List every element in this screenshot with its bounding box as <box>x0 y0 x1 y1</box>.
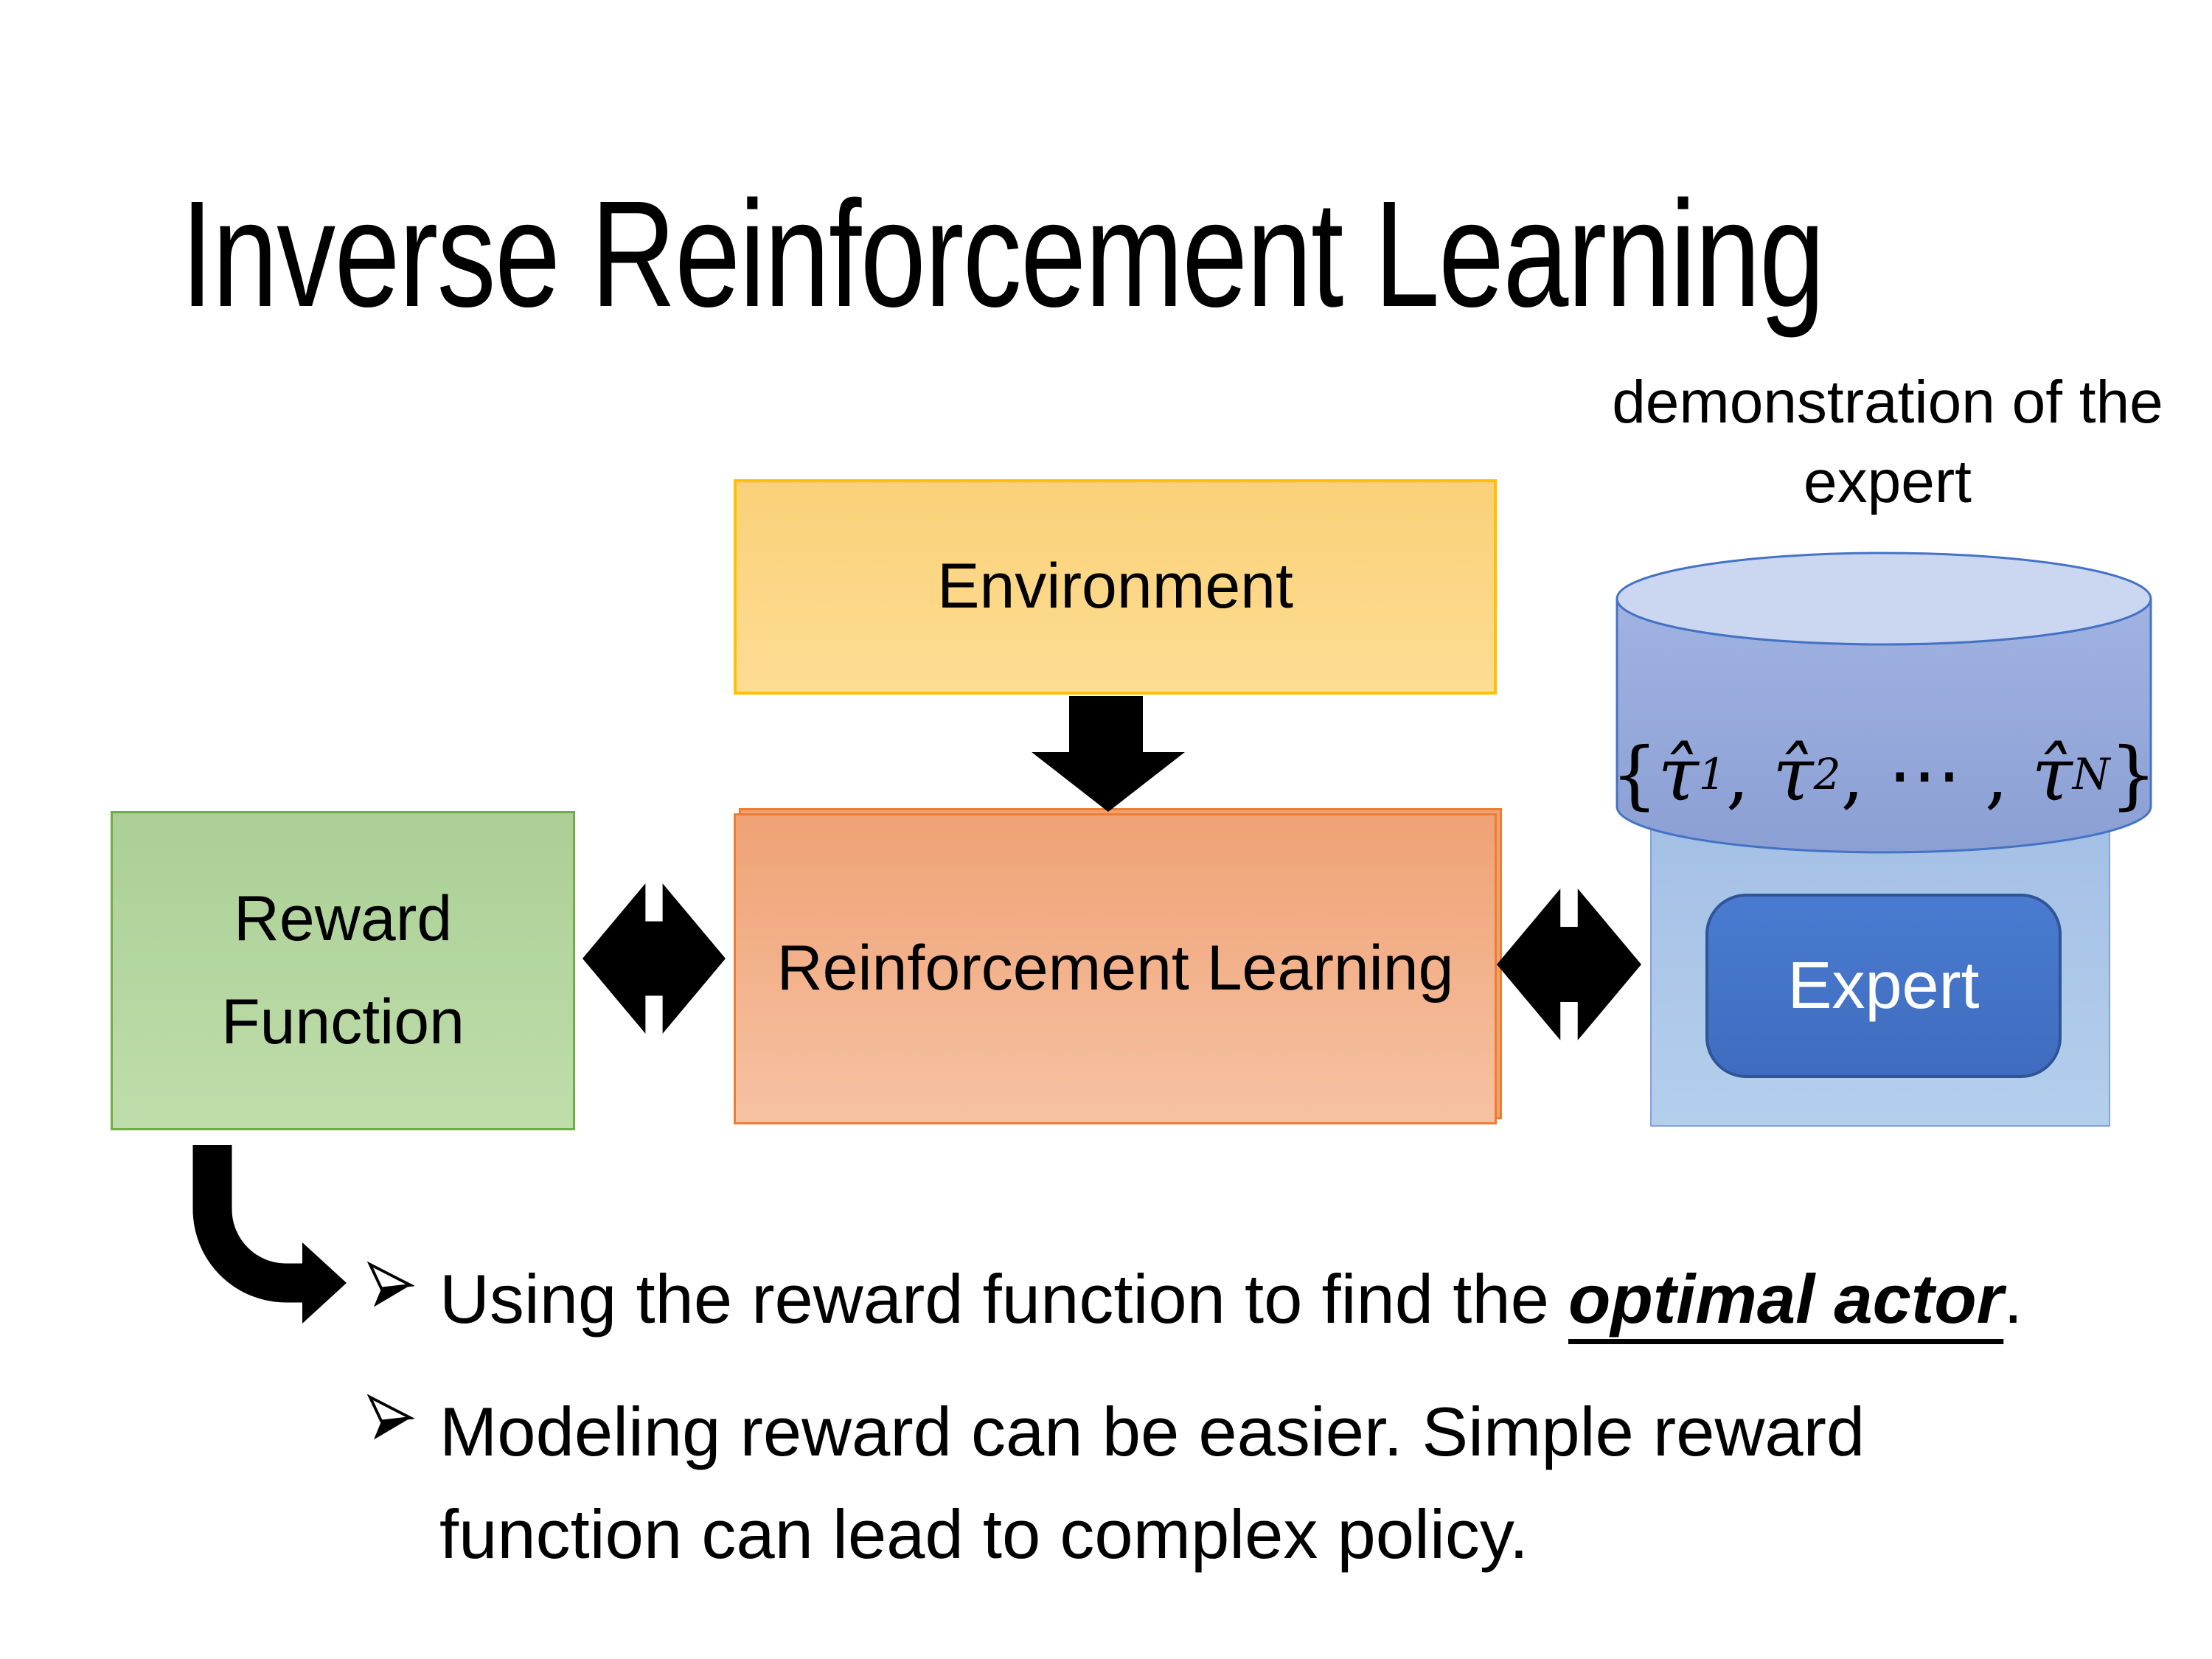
formula-tau-2: τ̂ <box>1773 731 1814 818</box>
arrowhead-bullet-icon <box>367 1261 414 1307</box>
formula-dots: , ⋯ , <box>1840 731 2032 818</box>
reward-function-box: Reward Function <box>111 811 575 1130</box>
demonstration-database-cylinder-icon <box>1615 552 2152 854</box>
environment-label: Environment <box>937 551 1293 622</box>
page-title: Inverse Reinforcement Learning <box>181 170 1825 338</box>
bullet-item-optimal-actor: Using the reward function to find the op… <box>367 1248 2023 1350</box>
formula-close-brace: } <box>2110 731 2157 818</box>
bullet1-emphasis: optimal actor <box>1568 1260 2004 1338</box>
reward-function-label: Reward Function <box>221 883 465 1057</box>
reinforcement-learning-label: Reinforcement Learning <box>776 933 1454 1004</box>
bullet-text: Using the reward function to find the op… <box>439 1248 2023 1350</box>
expert-box: Expert <box>1705 894 2062 1078</box>
bullet1-prefix: Using the reward function to find the <box>439 1260 1568 1338</box>
demonstration-label: demonstration of the expert <box>1612 369 2163 516</box>
env-to-rl-arrow-icon <box>1032 696 1185 812</box>
arrowhead-bullet-icon <box>367 1394 414 1440</box>
bullet1-suffix: . <box>2003 1260 2023 1338</box>
reinforcement-learning-box: Reinforcement Learning <box>734 813 1497 1124</box>
trajectory-set-formula: {τ̂1, τ̂2, ⋯ , τ̂N} <box>1610 731 2157 818</box>
formula-tau-1: τ̂ <box>1658 731 1699 818</box>
environment-box: Environment <box>734 479 1497 695</box>
bullet-text: Modeling reward can be easier. Simple re… <box>439 1393 1865 1573</box>
formula-open-brace: { <box>1610 731 1658 818</box>
expert-label: Expert <box>1787 948 1980 1023</box>
bullet-item-modeling-reward: Modeling reward can be easier. Simple re… <box>367 1380 2062 1585</box>
formula-tau-n: τ̂ <box>2031 731 2073 818</box>
formula-sep-1: , <box>1725 731 1773 818</box>
reward-to-bullets-bent-arrow-icon <box>192 1145 347 1324</box>
rl-expert-double-arrow-icon <box>1497 888 1641 1040</box>
reward-rl-double-arrow-icon <box>582 883 726 1034</box>
